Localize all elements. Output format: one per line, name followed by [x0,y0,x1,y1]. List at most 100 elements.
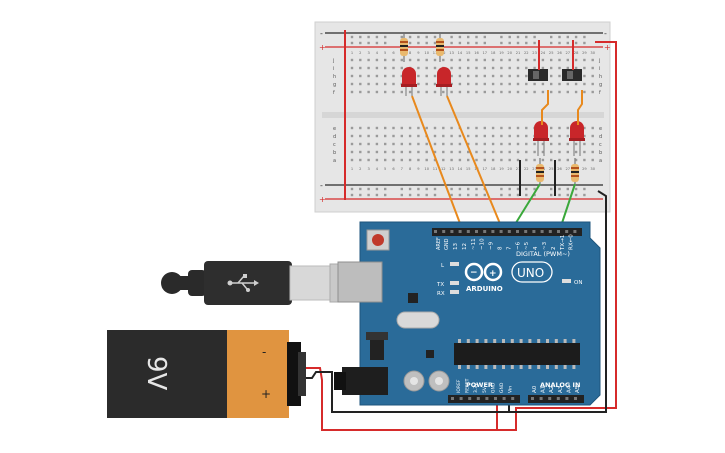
column-number: 19 [499,167,504,171]
rx-label: RX [437,291,445,297]
column-number: 30 [590,167,595,171]
power-pin-label: 3.3V [473,382,479,393]
rx-led [450,290,459,294]
column-number: 26 [557,167,562,171]
digital-pin-label: 2 [551,247,557,251]
column-number: 2 [359,167,361,171]
column-number: 1 [351,51,353,55]
power-pin-label: Vin [508,386,514,393]
column-number: 5 [384,167,386,171]
l-led [450,262,459,266]
tx-led [450,281,459,285]
wire-black-gnd-main [508,190,607,413]
column-number: 18 [491,51,496,55]
row-letter: b [333,150,336,156]
on-led [562,279,571,283]
column-number: 22 [524,167,529,171]
column-number: 10 [424,167,429,171]
resistor-1[interactable] [400,34,408,62]
resistor-4[interactable] [571,158,579,186]
column-number: 29 [582,167,587,171]
row-letter: h [333,74,336,80]
column-number: 16 [474,51,479,55]
wire-orange-led2 [446,95,502,227]
row-letter: e [599,126,602,132]
column-number: 4 [376,51,379,55]
slide-switch-2[interactable] [562,69,582,81]
column-number: 20 [507,51,512,55]
power-pin-label: 5V [482,386,488,393]
row-letter: c [333,142,336,148]
column-number: 5 [384,51,386,55]
column-number: 22 [524,51,529,55]
analog-pin-label: A4 [566,385,572,393]
arduino-uno[interactable]: − + ARDUINO UNO DIGITAL (PWM~) POWER ANA… [334,221,601,406]
digital-pin-label: GND [444,238,450,250]
rail-plus-top-right: + [604,43,611,52]
digital-pin-label: TX→1 [560,235,566,251]
row-letter: a [333,158,336,164]
row-letter: b [599,150,602,156]
row-letter: a [599,158,602,164]
column-number: 11 [433,51,438,55]
on-label: ON [574,280,582,286]
column-number: 11 [433,167,438,171]
column-number: 25 [549,51,554,55]
digital-pin-label: 8 [498,246,504,250]
row-letter: i [333,66,334,72]
resistor-3[interactable] [536,158,544,186]
row-letter: h [599,74,602,80]
column-number: 13 [449,167,454,171]
power-pin-label: GND [499,382,505,393]
analog-pin-label: A0 [532,385,538,393]
row-letter: f [333,90,335,96]
analog-pin-label: A2 [549,386,555,393]
usb-icon [227,274,259,292]
wire-black-battery [302,371,509,413]
usb-cable[interactable] [161,261,361,305]
column-number: 8 [409,51,412,55]
arduino-model: UNO [517,266,544,280]
row-letter: i [599,66,600,72]
rail-minus-top: - [320,29,323,38]
battery-minus: - [262,345,266,359]
row-letter: c [599,142,602,148]
tx-label: TX [436,282,444,288]
resistor-2[interactable] [436,34,444,62]
svg-text:+: + [489,269,497,279]
wire-orange-led1 [411,95,462,227]
column-number: 1 [351,167,353,171]
column-number: 14 [458,167,463,171]
column-number: 9 [417,51,420,55]
battery-9v[interactable]: 9V - + [107,330,306,418]
power-pin-label: GND [490,382,496,393]
wire-green-2 [560,183,576,227]
column-number: 3 [367,51,369,55]
digital-pin-label: 4 [533,246,539,250]
led-4[interactable] [569,121,585,156]
analog-pin-label: A1 [541,386,547,393]
reset-button[interactable] [366,229,390,251]
column-number: 25 [549,167,554,171]
battery-label: 9V [141,356,171,391]
row-letter: d [333,134,336,140]
led-1[interactable] [401,67,417,96]
column-number: 2 [359,51,361,55]
led-2[interactable] [436,67,452,96]
column-number: 17 [483,167,488,171]
digital-pin-label: 13 [453,243,459,250]
column-number: 6 [392,51,395,55]
rail-minus-bottom: - [320,181,323,190]
row-letter: f [599,90,601,96]
row-letter: d [599,134,602,140]
rail-plus-bottom: + [319,195,326,204]
analog-pin-label: A5 [575,385,581,393]
column-number: 28 [574,51,579,55]
slide-switch-1[interactable] [528,69,548,81]
digital-pin-label: ~3 [542,241,548,250]
led-3[interactable] [533,121,549,156]
column-number: 24 [541,51,546,55]
wires[interactable] [302,30,617,431]
